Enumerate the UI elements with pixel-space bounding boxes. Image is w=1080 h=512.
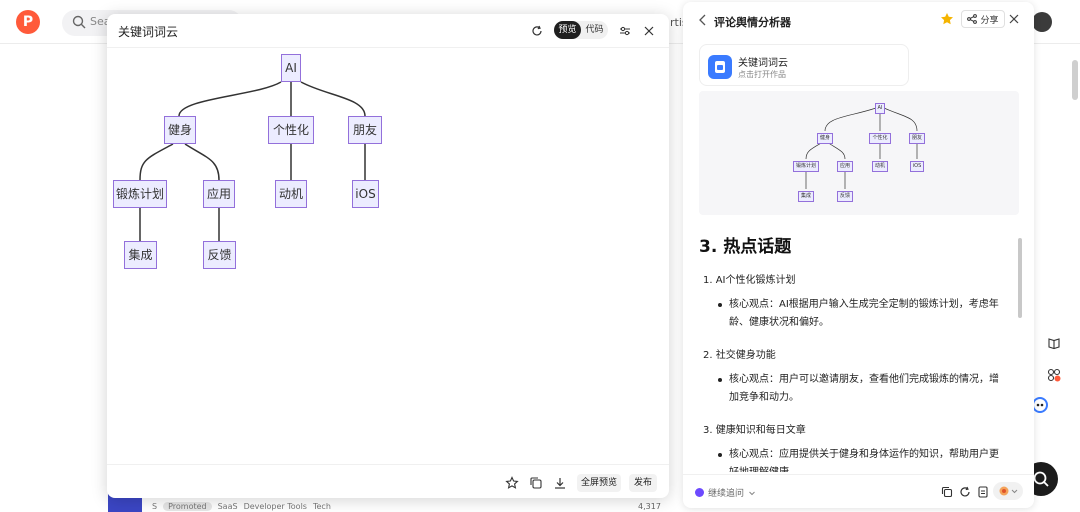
regenerate-icon[interactable]	[959, 486, 971, 498]
close-icon[interactable]	[1008, 13, 1020, 25]
thumbnail-edges	[805, 107, 918, 189]
share-label: 分享	[980, 15, 999, 26]
meta-item: Developer Tools	[243, 502, 307, 511]
card-title: 关键词词云	[738, 58, 788, 69]
node-level1: 个性化	[268, 116, 314, 144]
thumb-node: 个性化	[869, 133, 891, 144]
meta-item: Tech	[312, 502, 331, 511]
edge	[300, 81, 366, 117]
topic-title: 2. 社交健身功能	[703, 350, 776, 361]
panel-title: 评论舆情分析器	[714, 16, 791, 29]
edge	[184, 143, 220, 181]
refresh-icon	[532, 25, 542, 36]
thumb-node: 集成	[798, 191, 814, 202]
chevron-left-icon[interactable]	[697, 13, 709, 27]
panel-header: 评论舆情分析器 分享	[683, 2, 1034, 38]
view-toggle[interactable]: 预览 代码	[554, 21, 608, 39]
artifact-card[interactable]: 关键词词云 点击打开作品	[699, 44, 909, 86]
book-icon[interactable]	[1041, 330, 1067, 356]
topic-point: 核心观点：AI根据用户输入生成完全定制的锻炼计划，考虑年龄、健康状况和偏好。	[718, 296, 1019, 332]
thumb-node: 反馈	[837, 191, 853, 202]
artifact-preview-modal: 关键词词云 预览 代码	[107, 14, 669, 498]
mindmap-canvas: AI 健身 个性化 朋友 锻炼计划 应用 动机 iOS 集成 反馈	[107, 48, 669, 464]
modal-title: 关键词词云	[118, 25, 179, 39]
modal-header: 关键词词云 预览 代码	[107, 14, 669, 48]
meta-item: SaaS	[217, 502, 238, 511]
node-level2: iOS	[352, 180, 379, 208]
sliders-icon	[620, 26, 630, 36]
thumb-node: 应用	[837, 161, 853, 172]
artifact-thumbnail[interactable]: AI 健身 个性化 朋友 锻炼计划 应用 动机 iOS 集成 反馈	[699, 91, 1019, 215]
page-scrollbar[interactable]	[1072, 60, 1078, 100]
star-icon[interactable]	[940, 12, 954, 26]
node-level2: 应用	[203, 180, 235, 208]
node-level2: 锻炼计划	[113, 180, 167, 208]
node-level1: 健身	[164, 116, 196, 144]
product-meta: S Promoted SaaS Developer Tools Tech	[152, 502, 331, 511]
share-button[interactable]: 分享	[961, 10, 1005, 28]
edge	[139, 143, 174, 181]
edge	[178, 81, 282, 117]
section-heading: 3. 热点话题	[699, 237, 792, 257]
fullscreen-preview-button[interactable]: 全屏预览	[577, 474, 621, 492]
download-icon[interactable]	[553, 476, 567, 490]
share-icon	[967, 14, 978, 24]
node-level2: 动机	[275, 180, 307, 208]
tab-code[interactable]: 代码	[585, 25, 604, 35]
topic-point: 核心观点：用户可以邀请朋友，查看他们完成锻炼的情况，增加竞争和动力。	[718, 371, 1019, 407]
file-icon[interactable]	[977, 486, 989, 498]
node-level3: 集成	[124, 241, 157, 269]
thumb-node: 锻炼计划	[793, 161, 819, 172]
close-icon	[644, 26, 654, 36]
chevron-down-icon	[749, 491, 755, 495]
continue-ask-button[interactable]: 继续追问	[695, 486, 756, 499]
apps-icon[interactable]	[1041, 362, 1067, 388]
thumb-node: AI	[875, 103, 885, 114]
topic-point: 核心观点：应用提供关于健身和身体运作的知识，帮助用户更好地理解健康。	[718, 446, 1019, 472]
card-subtitle: 点击打开作品	[738, 70, 786, 79]
thumb-node: 健身	[817, 133, 833, 144]
copy-icon[interactable]	[941, 486, 953, 498]
node-level1: 朋友	[348, 116, 382, 144]
continue-ask-label: 继续追问	[708, 489, 745, 499]
topic-title: 1. AI个性化锻炼计划	[703, 275, 796, 286]
tab-preview[interactable]: 预览	[554, 21, 581, 39]
message-content: 3. 热点话题 1. AI个性化锻炼计划 核心观点：AI根据用户输入生成完全定制…	[699, 228, 1019, 472]
copy-icon[interactable]	[529, 476, 543, 490]
avatar[interactable]	[1032, 12, 1052, 32]
search-icon	[72, 15, 86, 29]
upvote-count: 4,317	[638, 502, 661, 511]
thumb-node: iOS	[910, 161, 924, 172]
close-button[interactable]	[641, 22, 657, 40]
document-icon	[708, 55, 732, 79]
star-outline-icon[interactable]	[505, 476, 519, 490]
site-logo[interactable]: P	[16, 10, 40, 34]
thumb-node: 动机	[872, 161, 888, 172]
node-root: AI	[281, 54, 301, 82]
meta-item: S	[152, 502, 158, 511]
panel-footer: 继续追问	[683, 474, 1034, 508]
thumb-node: 朋友	[909, 133, 925, 144]
panel-scrollbar[interactable]	[1018, 238, 1022, 318]
search-icon	[1033, 471, 1049, 487]
promoted-badge: Promoted	[163, 502, 212, 511]
topic-title: 3. 健康知识和每日文章	[703, 425, 806, 436]
model-icon	[999, 486, 1018, 496]
assistant-dot-icon	[695, 488, 704, 497]
mindmap-edges	[139, 81, 366, 241]
refresh-button[interactable]	[529, 22, 545, 40]
node-level3: 反馈	[203, 241, 236, 269]
assistant-panel: 评论舆情分析器 分享 关键词词云 点击打开作品	[683, 2, 1034, 508]
settings-button[interactable]	[617, 22, 633, 40]
publish-button[interactable]: 发布	[629, 474, 657, 492]
modal-footer: 全屏预览 发布	[107, 464, 669, 498]
model-selector[interactable]	[993, 482, 1023, 500]
